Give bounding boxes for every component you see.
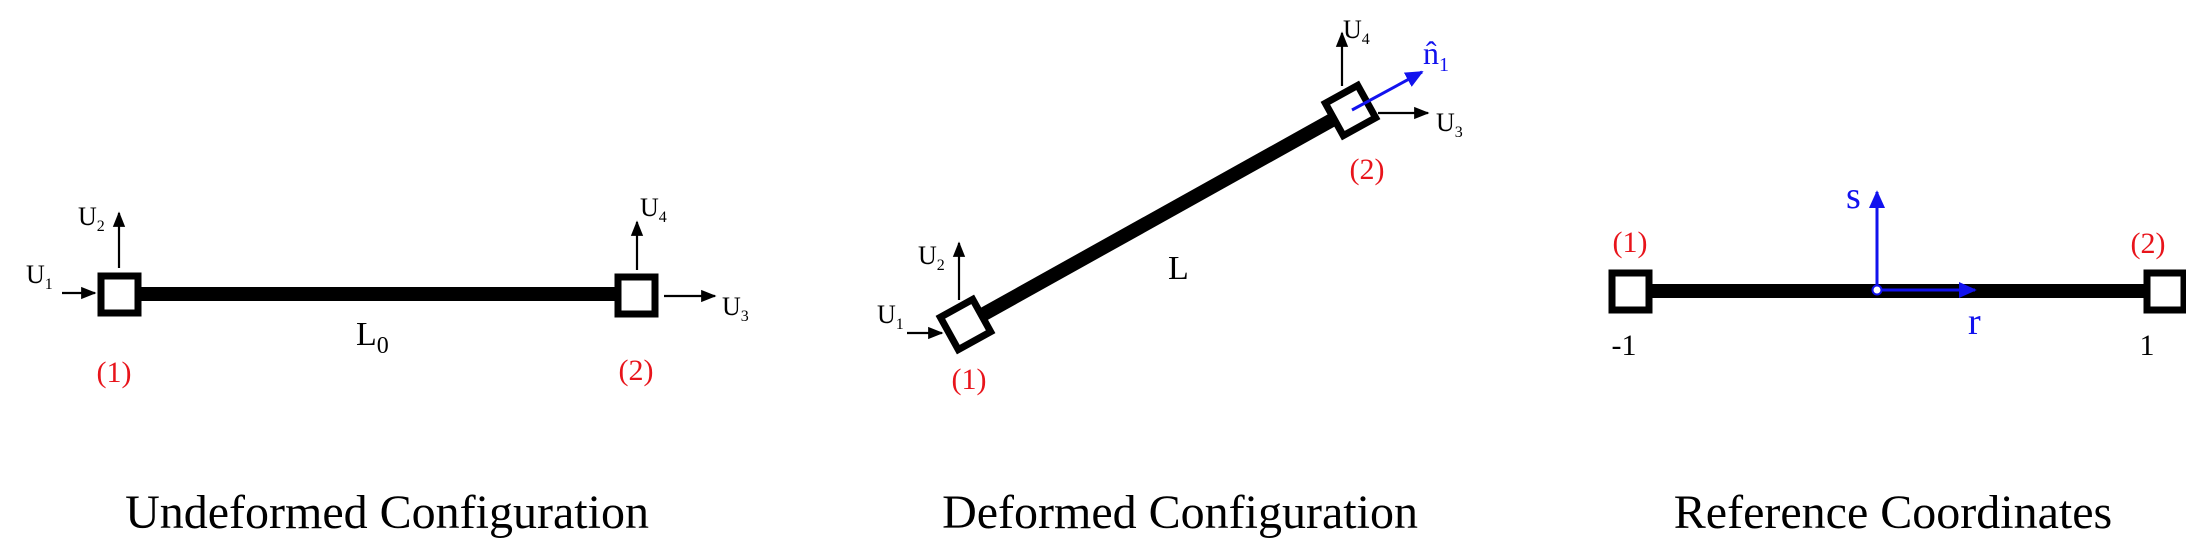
reference-panel: r s (1) (2) -1 1 Reference Coordinates (1608, 175, 2186, 539)
undeformed-node1-label: (1) (97, 356, 132, 389)
undeformed-node2-square (614, 273, 659, 318)
deformed-node2-square (1320, 80, 1381, 141)
deformed-normal-arrow (1351, 70, 1424, 112)
reference-node1-square (1608, 269, 1653, 314)
deformed-u2-label: U2 (918, 241, 945, 274)
deformed-node2-label: (2) (1350, 153, 1385, 186)
reference-caption: Reference Coordinates (1674, 486, 2112, 539)
undeformed-node1-square (97, 272, 142, 317)
deformed-node1-label: (1) (952, 363, 987, 396)
deformed-u4-label: U4 (1343, 15, 1370, 48)
undeformed-u1-label: U1 (26, 260, 53, 293)
undeformed-panel: U1 U2 U3 U4 L0 (1) (2) Undeformed Config… (26, 193, 749, 539)
reference-origin-dot (1871, 284, 1883, 296)
reference-r-label: r (1968, 301, 1981, 343)
undeformed-length-label: L0 (356, 316, 389, 359)
deformed-panel: n̂1 U1 U2 U3 U4 L (1) (2) Deformed Confi… (877, 15, 1463, 539)
reference-left-coord: -1 (1612, 329, 1637, 362)
reference-node2-label: (2) (2131, 227, 2166, 260)
deformed-length-label: L (1168, 250, 1189, 287)
reference-node2-square (2143, 269, 2186, 314)
deformed-u3-label: U3 (1436, 108, 1463, 141)
reference-right-coord: 1 (2140, 329, 2155, 362)
deformed-u1-label: U1 (877, 300, 904, 333)
undeformed-caption: Undeformed Configuration (125, 486, 649, 539)
deformed-caption: Deformed Configuration (942, 486, 1418, 539)
undeformed-u4-label: U4 (640, 193, 667, 226)
deformed-node1-square (935, 294, 996, 355)
deformed-element-bar (962, 103, 1354, 331)
reference-node1-label: (1) (1613, 226, 1648, 259)
undeformed-u2-label: U2 (78, 202, 105, 235)
deformed-normal-label: n̂1 (1423, 35, 1449, 76)
undeformed-node2-label: (2) (619, 354, 654, 387)
reference-s-label: s (1846, 175, 1861, 217)
undeformed-u3-label: U3 (722, 292, 749, 325)
